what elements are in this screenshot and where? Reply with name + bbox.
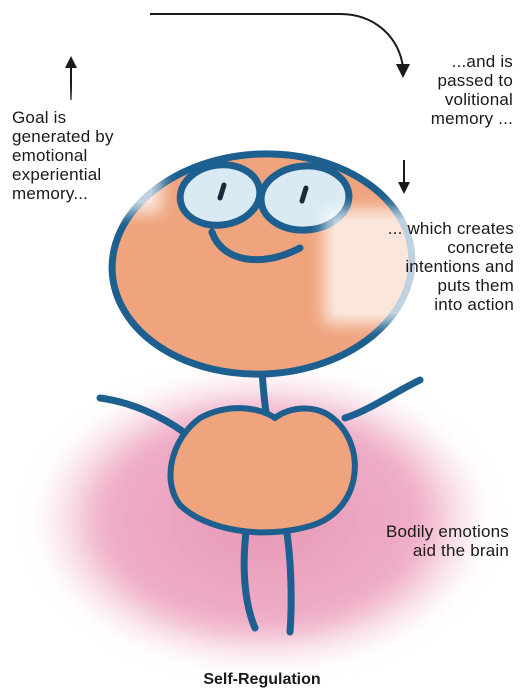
curved-arrow	[150, 14, 410, 78]
figure-caption: Self-Regulation	[0, 671, 524, 689]
passed-to-volitional-label: ...and is passed to volitional memory ..…	[373, 52, 513, 128]
torso	[170, 408, 354, 532]
goal-label: Goal is generated by emotional experient…	[12, 108, 152, 203]
up-arrow	[65, 56, 77, 100]
creates-intentions-label: ... which creates concrete intentions an…	[334, 219, 514, 314]
bodily-emotions-label: Bodily emotions aid the brain	[309, 522, 509, 560]
neck	[262, 372, 266, 412]
down-arrow	[398, 160, 410, 194]
